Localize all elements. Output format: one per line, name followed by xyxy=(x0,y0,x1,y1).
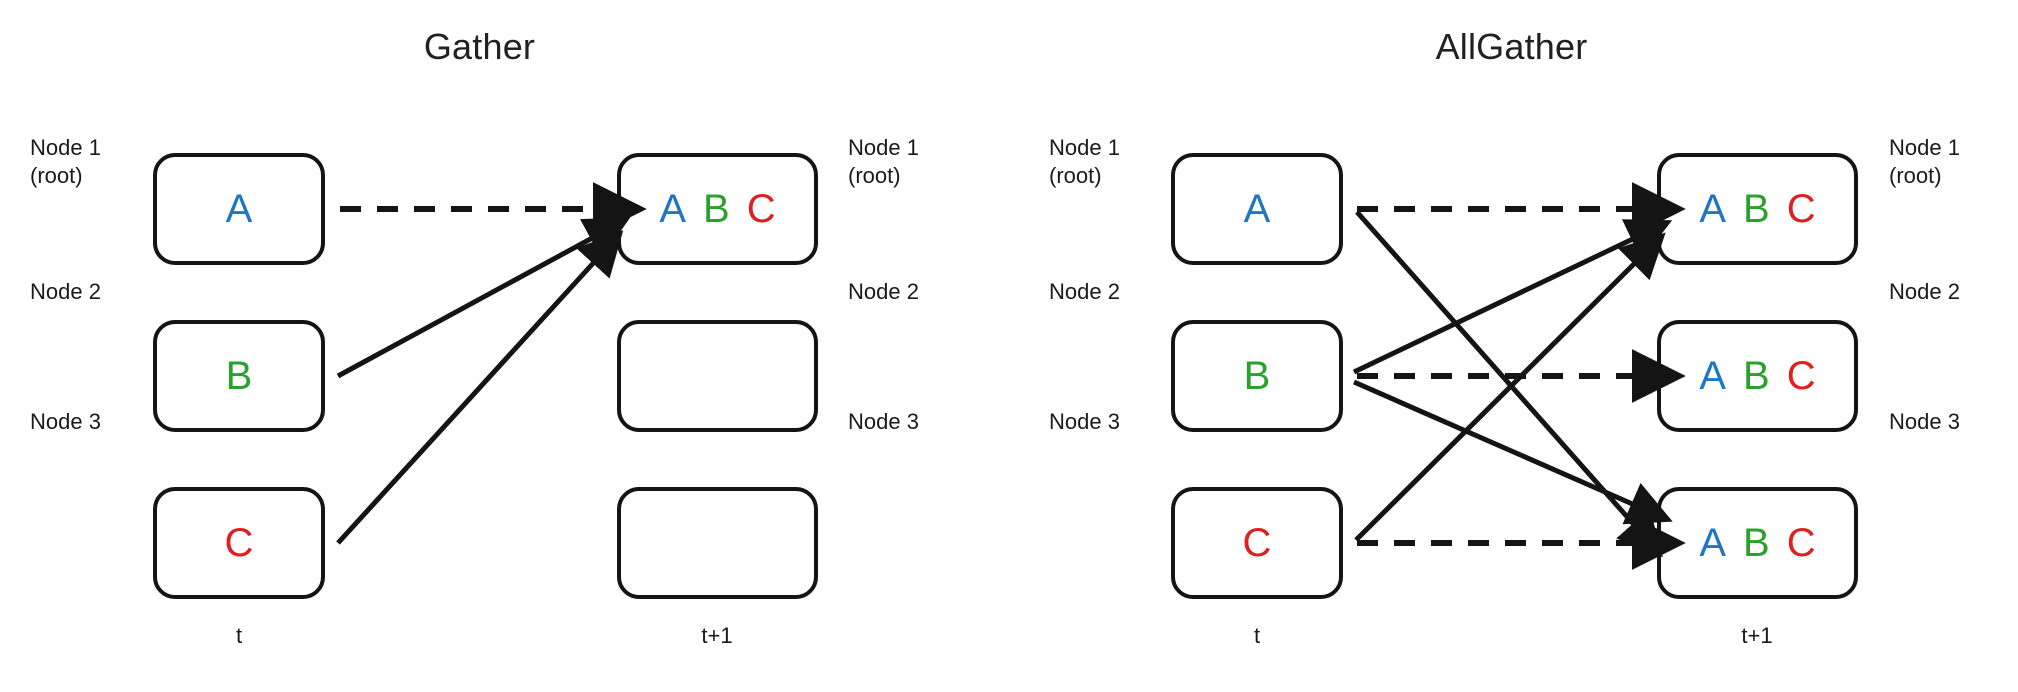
letter-a: A xyxy=(1699,354,1727,398)
letter-b: B xyxy=(1743,521,1770,565)
label-left-node2-allgather: Node 2 xyxy=(1049,279,1120,304)
label-right-node2-gather: Node 2 xyxy=(848,279,919,304)
time-label-t1-gather: t+1 xyxy=(701,623,733,648)
label-left-node3-gather: Node 3 xyxy=(30,409,101,434)
label-left-node3-allgather: Node 3 xyxy=(1049,409,1120,434)
edge-node3-to-node1-gather xyxy=(336,230,624,545)
panel-title-allgather: AllGather xyxy=(1435,26,1588,67)
edge-node2-to-node1-gather xyxy=(336,217,631,379)
letter-b: B xyxy=(225,354,253,398)
letter-b: B xyxy=(1743,187,1770,231)
label-right-node2-allgather: Node 2 xyxy=(1889,279,1960,304)
label-right-node1-gather: Node 1 (root) xyxy=(848,135,919,188)
panel-allgather: AllGather Node 1 (root) Node 2 Node 3 A … xyxy=(1009,0,2018,692)
box-right-node3-allgather[interactable]: A B C xyxy=(1657,487,1858,599)
letter-a: A xyxy=(1699,187,1727,231)
letter-c: C xyxy=(746,187,776,231)
letter-c: C xyxy=(1242,521,1272,565)
label-left-node1-gather: Node 1 (root) xyxy=(30,135,101,188)
time-label-t1-allgather: t+1 xyxy=(1741,623,1773,648)
box-left-node2-gather[interactable]: B xyxy=(153,320,325,432)
letter-c: C xyxy=(1786,187,1816,231)
label-left-node2-gather: Node 2 xyxy=(30,279,101,304)
label-right-node3-gather: Node 3 xyxy=(848,409,919,434)
letter-b: B xyxy=(1743,354,1770,398)
time-label-t-allgather: t xyxy=(1253,623,1261,648)
box-left-node2-allgather[interactable]: B xyxy=(1171,320,1343,432)
edge-node3-to-node1-allgather xyxy=(1354,232,1666,542)
panel-title-gather: Gather xyxy=(423,26,536,67)
label-right-node1-allgather: Node 1 (root) xyxy=(1889,135,1960,188)
time-label-t-gather: t xyxy=(235,623,243,648)
box-right-node3-gather[interactable] xyxy=(617,487,818,599)
edges-gather xyxy=(336,182,647,545)
box-left-node3-allgather[interactable]: C xyxy=(1171,487,1343,599)
edge-node2-to-node1-allgather xyxy=(1352,219,1673,375)
letter-b: B xyxy=(1243,354,1271,398)
letter-c: C xyxy=(1786,354,1816,398)
letter-c: C xyxy=(224,521,254,565)
letter-a: A xyxy=(659,187,687,231)
letter-a: A xyxy=(225,187,253,231)
box-right-node1-allgather[interactable]: A B C xyxy=(1657,153,1858,265)
box-left-node3-gather[interactable]: C xyxy=(153,487,325,599)
letter-b: B xyxy=(703,187,730,231)
label-right-node3-allgather: Node 3 xyxy=(1889,409,1960,434)
box-left-node1-allgather[interactable]: A xyxy=(1171,153,1343,265)
panel-gather: Gather Node 1 (root) Node 2 Node 3 A B C… xyxy=(30,26,919,648)
box-right-node2-allgather[interactable]: A B C xyxy=(1657,320,1858,432)
box-left-node1-gather[interactable]: A xyxy=(153,153,325,265)
letter-a: A xyxy=(1243,187,1271,231)
box-right-node2-gather[interactable] xyxy=(617,320,818,432)
edge-node2-to-node3-allgather xyxy=(1352,379,1673,525)
letter-a: A xyxy=(1699,521,1727,565)
letter-c: C xyxy=(1786,521,1816,565)
box-right-node1-gather[interactable]: A B C xyxy=(617,153,818,265)
edge-node1-to-node3-allgather xyxy=(1355,210,1663,558)
label-left-node1-allgather: Node 1 (root) xyxy=(1049,135,1120,188)
edges-allgather xyxy=(1352,182,1686,570)
